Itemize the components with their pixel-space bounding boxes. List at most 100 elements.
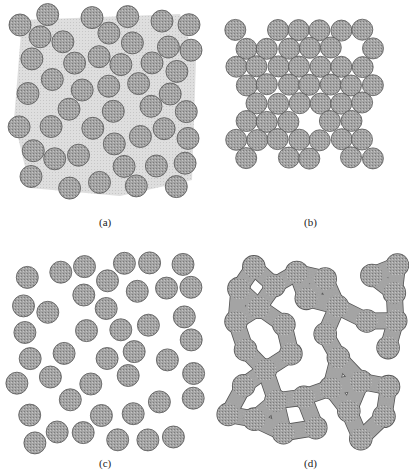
particle [113, 155, 135, 177]
particle [226, 129, 247, 150]
particle [326, 295, 348, 317]
particle [180, 329, 202, 351]
particle [126, 280, 148, 302]
particle [180, 276, 202, 298]
particle [162, 426, 184, 448]
particle [295, 287, 317, 309]
particle [236, 148, 257, 169]
particle [299, 148, 320, 169]
particle [117, 365, 139, 387]
particle [125, 175, 147, 197]
particle [305, 417, 327, 439]
particle [299, 37, 320, 58]
particle [137, 429, 159, 451]
particle [64, 52, 86, 74]
particle [97, 270, 119, 292]
particle [386, 254, 408, 276]
particle [183, 363, 205, 385]
particle [39, 366, 61, 388]
particle [8, 116, 30, 138]
particle [74, 256, 96, 278]
particle [373, 405, 395, 427]
particle [178, 14, 200, 36]
particle [40, 116, 62, 138]
particle [278, 147, 299, 168]
particle [98, 75, 120, 97]
particle [289, 56, 310, 77]
particle [122, 403, 144, 425]
particle [338, 400, 360, 422]
particle [243, 408, 265, 430]
particle [225, 311, 247, 333]
particle [341, 147, 362, 168]
particle [22, 140, 44, 162]
particle [352, 19, 373, 40]
particle [383, 282, 405, 304]
particle [180, 39, 202, 61]
particle [72, 422, 94, 444]
particle [80, 373, 102, 395]
particle [89, 171, 111, 193]
particle [268, 56, 289, 77]
panel-label: (c) [99, 457, 111, 469]
particle [286, 261, 308, 283]
particle [320, 74, 341, 95]
particle [247, 130, 268, 151]
particle [37, 301, 59, 323]
particle [235, 339, 257, 361]
particle [225, 19, 246, 40]
particle [117, 6, 139, 28]
particle [73, 284, 95, 306]
particle [341, 110, 362, 131]
particle [279, 74, 300, 95]
panel-label: (a) [99, 216, 111, 228]
particle [233, 375, 255, 397]
particle [159, 83, 181, 105]
particle [288, 20, 309, 41]
particle [273, 314, 295, 336]
particle [263, 275, 285, 297]
particle [236, 111, 257, 132]
particle [327, 347, 349, 369]
particle [289, 129, 310, 150]
pore-fill [14, 14, 196, 196]
particle [293, 386, 315, 408]
particle [81, 7, 103, 29]
particle [140, 95, 162, 117]
particle [53, 342, 75, 364]
particle [44, 148, 66, 170]
particle [331, 129, 352, 150]
particle [20, 166, 42, 188]
particle [153, 118, 175, 140]
particle [309, 130, 330, 151]
particle [228, 278, 250, 300]
particle [320, 37, 341, 58]
particle [137, 314, 159, 336]
sintered-network [216, 253, 409, 450]
particle [254, 359, 276, 381]
particle [59, 389, 81, 411]
particle [145, 155, 167, 177]
particle [156, 277, 178, 299]
particle [107, 429, 129, 451]
particle [175, 101, 197, 123]
particle [166, 60, 188, 82]
particle [173, 306, 195, 328]
particle [139, 252, 161, 274]
particle [123, 341, 145, 363]
particle [19, 404, 41, 426]
particle [272, 422, 294, 444]
particle [37, 4, 59, 26]
particle [319, 111, 340, 132]
particle [268, 93, 289, 114]
particle [58, 98, 80, 120]
particle [129, 126, 151, 148]
particle [50, 261, 72, 283]
particle [9, 14, 31, 36]
particle [362, 148, 383, 169]
particle-group [225, 19, 384, 169]
particle [352, 92, 373, 113]
particle [68, 144, 90, 166]
particle [182, 387, 204, 409]
